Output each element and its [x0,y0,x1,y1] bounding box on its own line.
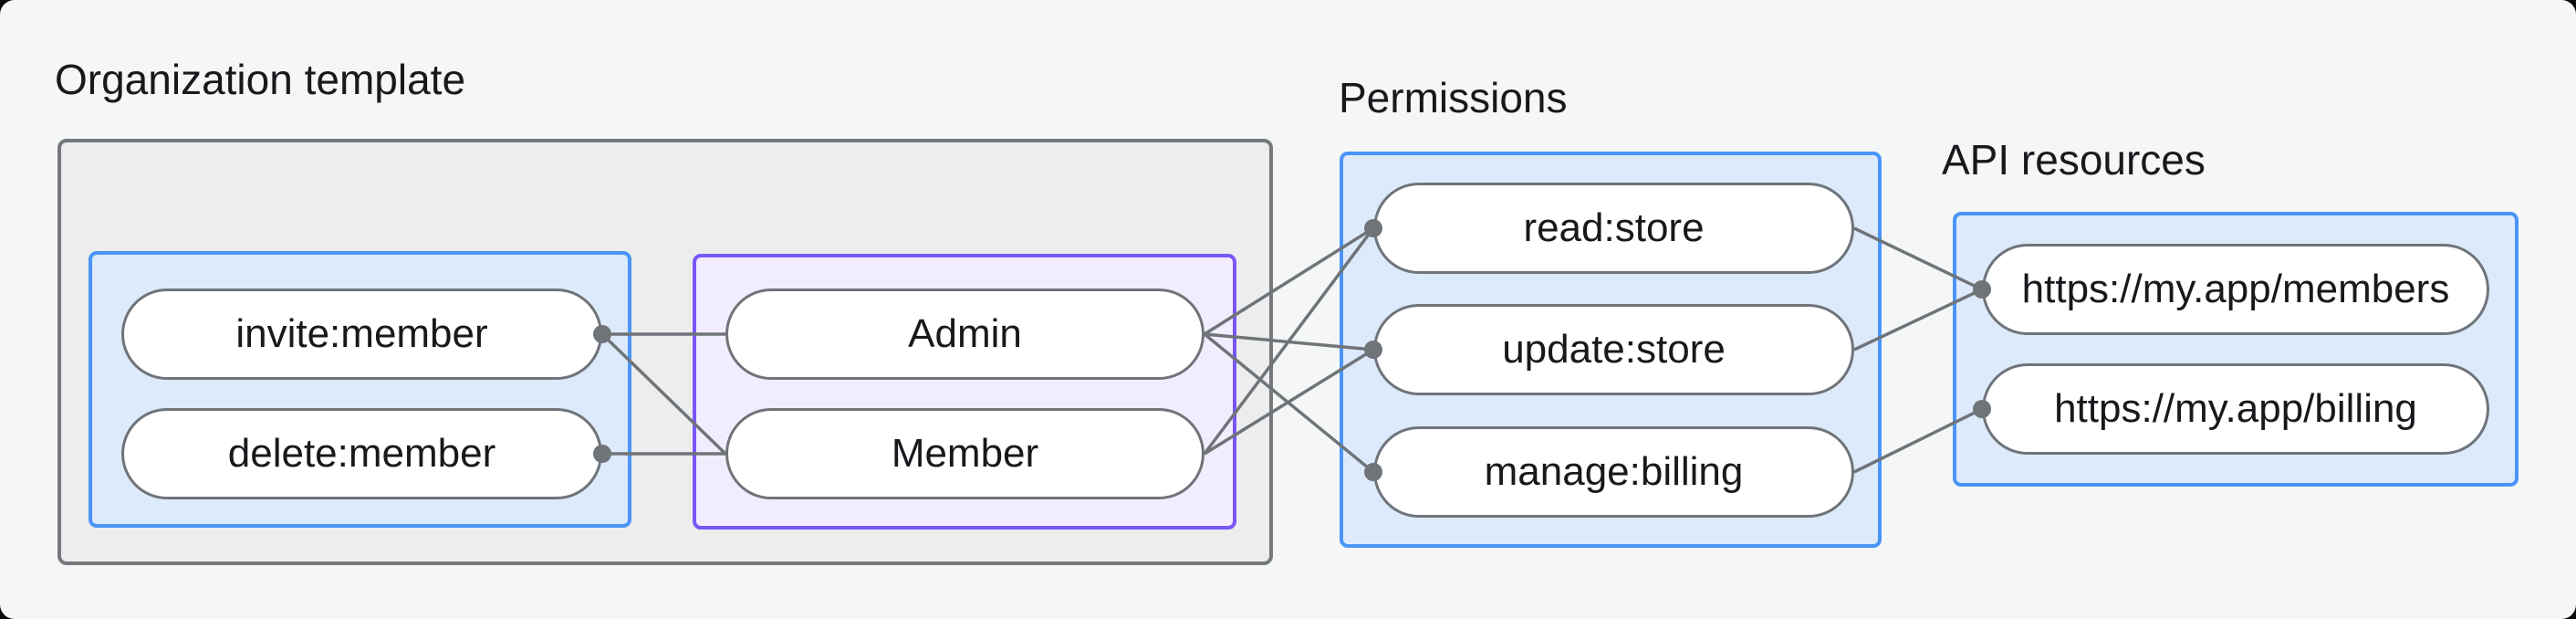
node-invite-member: invite:member [121,289,602,380]
node-update-store: update:store [1373,304,1854,395]
node-api-billing-url: https://my.app/billing [1982,363,2489,455]
org-template-heading: Organization template [55,56,466,103]
permissions-heading: Permissions [1339,74,1568,121]
api-resources-heading: API resources [1942,136,2206,184]
node-manage-billing: manage:billing [1373,426,1854,518]
node-api-members-url: https://my.app/members [1982,244,2489,335]
node-member-role: Member [725,408,1205,499]
node-delete-member: delete:member [121,408,602,499]
node-admin-role: Admin [725,289,1205,380]
node-read-store: read:store [1373,183,1854,274]
